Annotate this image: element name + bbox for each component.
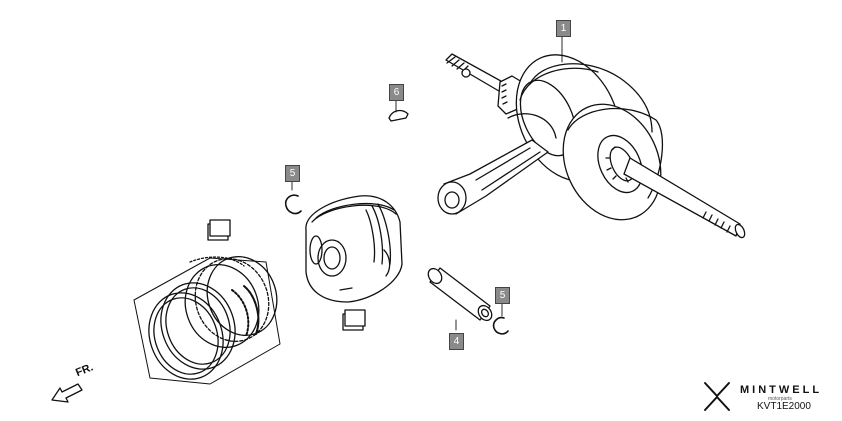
piston-drawing xyxy=(305,195,403,303)
ring-set-markers xyxy=(207,219,366,331)
diagram-code: KVT1E2000 xyxy=(757,401,811,412)
key-drawing xyxy=(388,109,409,122)
callout-piston-pin[interactable]: 4 xyxy=(449,333,464,350)
clip-right-drawing xyxy=(492,316,509,335)
brand-name: MINTWELL xyxy=(740,384,823,396)
callout-clip-left[interactable]: 5 xyxy=(285,165,300,182)
brand-tagline: motorparts xyxy=(768,396,792,402)
callout-leaders xyxy=(291,35,563,331)
callout-crankshaft[interactable]: 1 xyxy=(556,20,571,37)
callout-clip-right[interactable]: 5 xyxy=(495,287,510,304)
clip-left-drawing xyxy=(284,194,302,215)
piston-pin-drawing xyxy=(427,267,493,322)
piston-ring-set-drawing xyxy=(133,256,281,385)
brand-logo-icon xyxy=(704,382,730,411)
crankshaft-drawing xyxy=(437,53,746,239)
callout-key[interactable]: 6 xyxy=(389,84,404,101)
front-arrow-icon xyxy=(51,383,83,403)
